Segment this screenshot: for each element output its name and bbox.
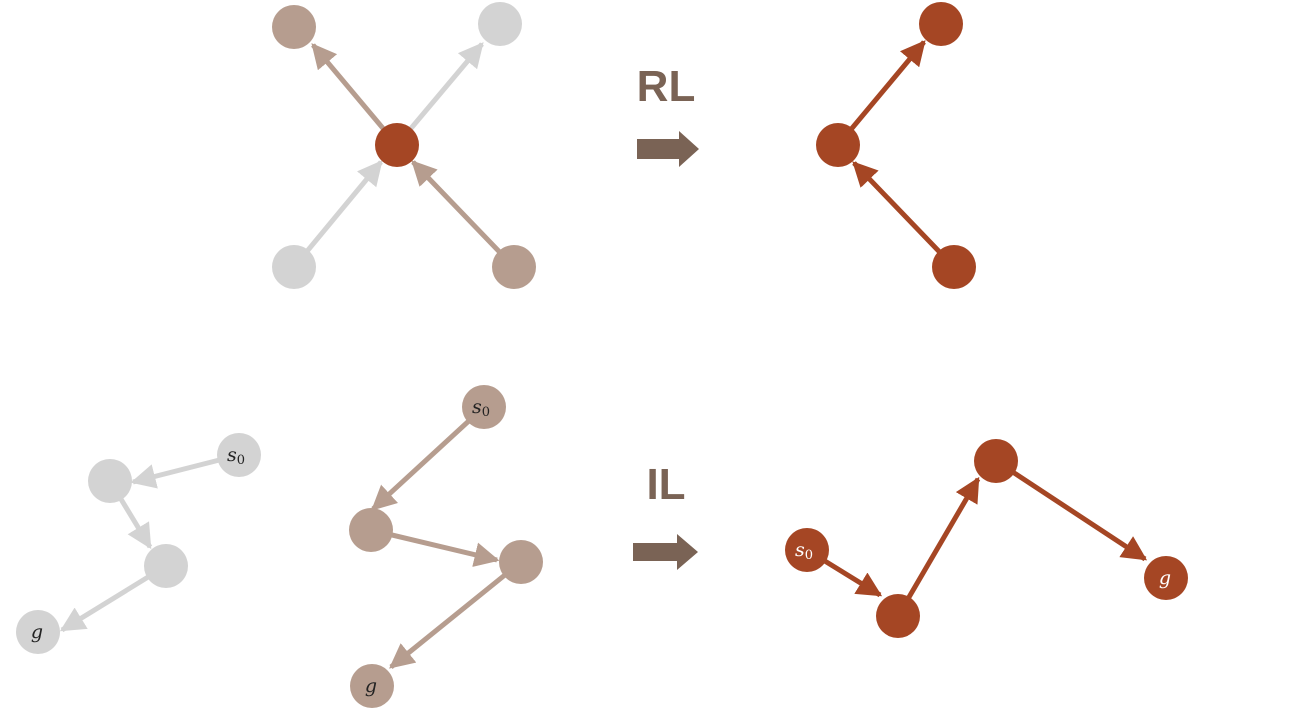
edge-bottom-left-to-center: [292, 160, 383, 269]
edge-s0-to-a: [371, 405, 486, 511]
il-arrow-icon: [633, 534, 698, 570]
start-label: s0: [472, 396, 490, 420]
goal-label: g: [1159, 567, 1171, 589]
edge-bottom-to-middle: [852, 161, 956, 269]
edge-center-to-top-right: [395, 42, 484, 147]
node-b: [144, 544, 188, 588]
rl-learned-graph: [816, 2, 976, 289]
node-center: [375, 123, 419, 167]
il-demo-tan: s0 g: [349, 385, 543, 708]
edge-middle-to-top: [836, 40, 926, 147]
node-start: [785, 528, 829, 572]
start-label: s0: [227, 444, 245, 468]
rl-exploration-graph: [272, 2, 536, 289]
node-goal: [16, 610, 60, 654]
node-a: [876, 594, 920, 638]
node-start: [217, 433, 261, 477]
edge-b-to-g: [994, 458, 1148, 562]
rl-transition: RL: [637, 62, 699, 167]
goal-label: g: [31, 621, 43, 643]
node-bottom: [932, 245, 976, 289]
node-goal: [350, 664, 394, 708]
node-start: [462, 385, 506, 429]
rl-arrow-icon: [637, 131, 699, 167]
node-middle: [816, 123, 860, 167]
node-top: [919, 2, 963, 46]
edge-bottom-right-to-center: [411, 160, 516, 269]
node-bottom-left: [272, 245, 316, 289]
node-b: [974, 439, 1018, 483]
il-learned-graph: s0 g: [785, 439, 1188, 638]
node-bottom-right: [492, 245, 536, 289]
rl-label: RL: [637, 62, 696, 111]
goal-label: g: [365, 675, 377, 697]
node-goal: [1144, 556, 1188, 600]
node-b: [499, 540, 543, 584]
il-demo-gray: s0 g: [16, 433, 261, 654]
edge-b-to-g: [389, 560, 523, 669]
edge-a-to-b: [895, 476, 981, 618]
il-transition: IL: [633, 460, 698, 570]
node-top-left: [272, 5, 316, 49]
node-a: [88, 459, 132, 503]
il-label: IL: [646, 460, 685, 509]
start-label: s0: [795, 539, 813, 563]
node-top-right: [478, 2, 522, 46]
node-a: [349, 508, 393, 552]
